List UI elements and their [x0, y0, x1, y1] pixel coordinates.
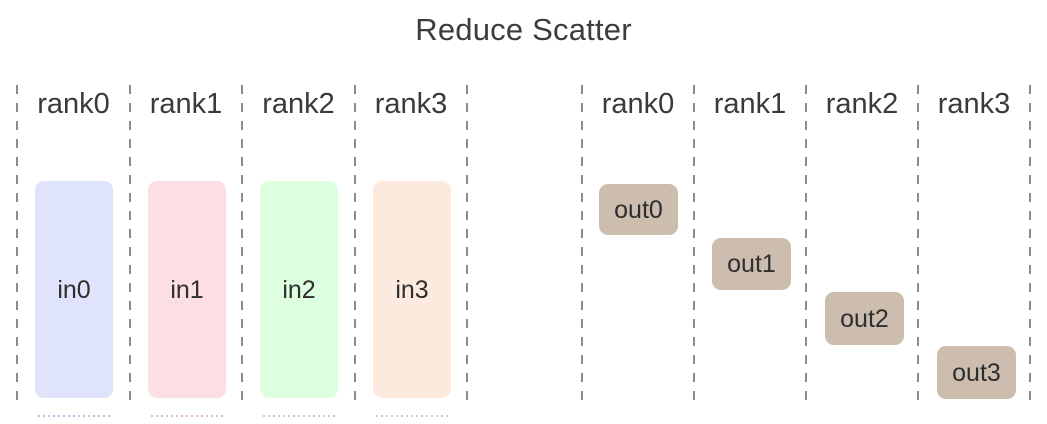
output-rank-label-0: rank0: [601, 88, 675, 120]
output-rank-divider-1: [693, 85, 695, 400]
input-rank-divider-4: [466, 85, 468, 400]
input-rank-divider-1: [129, 85, 131, 400]
input-rank-label-1: rank1: [149, 88, 223, 120]
output-box-label: out0: [614, 195, 663, 224]
output-rank-label-2: rank2: [825, 88, 899, 120]
output-box-out1: out1: [712, 238, 791, 290]
input-rank-divider-2: [241, 85, 243, 400]
output-box-label: out2: [840, 304, 889, 333]
output-box-label: out1: [727, 250, 776, 278]
input-rank-divider-3: [354, 85, 356, 400]
input-box-label: in3: [395, 275, 429, 304]
input-box-in1: in1: [148, 181, 226, 417]
input-box-in3: in3: [373, 181, 451, 417]
input-box-label: in0: [57, 275, 91, 304]
input-segment-divider: [263, 415, 335, 417]
input-rank-label-3: rank3: [374, 88, 448, 120]
output-box-out0: out0: [599, 184, 678, 235]
input-rank-label-0: rank0: [37, 88, 110, 120]
input-segment-divider: [376, 415, 448, 417]
input-box-label: in2: [282, 275, 316, 304]
output-rank-label-1: rank1: [713, 88, 787, 120]
output-rank-divider-2: [805, 85, 807, 400]
page-title: Reduce Scatter: [415, 12, 632, 47]
input-rank-divider-0: [16, 85, 18, 400]
output-box-out3: out3: [937, 346, 1016, 399]
input-box-in2: in2: [260, 181, 338, 417]
output-rank-divider-0: [581, 85, 583, 400]
input-box-label: in1: [170, 275, 204, 304]
input-segment-divider: [151, 415, 223, 417]
input-box-in0: in0: [35, 181, 113, 417]
input-segment-divider: [38, 415, 110, 417]
output-rank-divider-4: [1029, 85, 1031, 400]
output-box-out2: out2: [825, 292, 904, 345]
output-box-label: out3: [952, 358, 1001, 387]
output-rank-label-3: rank3: [937, 88, 1011, 120]
output-rank-divider-3: [917, 85, 919, 400]
input-rank-label-2: rank2: [262, 88, 335, 120]
